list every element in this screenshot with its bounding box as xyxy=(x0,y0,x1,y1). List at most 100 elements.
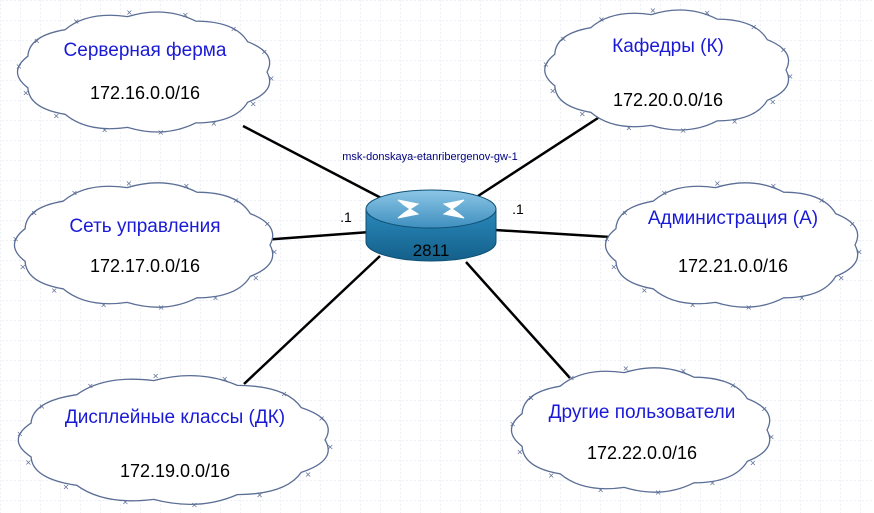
cloud-marker: × xyxy=(230,25,237,34)
cloud-marker: × xyxy=(25,458,32,467)
cloud-marker: × xyxy=(232,196,239,205)
cloud-marker: × xyxy=(849,220,856,229)
cloud-marker: × xyxy=(191,500,198,509)
cloud-marker: × xyxy=(597,485,604,494)
cloud-marker: × xyxy=(750,23,757,32)
cloud-marker: × xyxy=(31,208,38,217)
cloud-marker: × xyxy=(680,126,687,135)
cloud-marker: × xyxy=(761,405,768,414)
cloud-marker: × xyxy=(157,128,164,137)
cloud-marker: × xyxy=(509,420,516,429)
cloud-server[interactable]: ××××××××××××××Серверная ферма172.16.0.0/… xyxy=(15,8,274,137)
cloud-marker: × xyxy=(528,393,535,402)
cloud-marker: × xyxy=(327,443,334,452)
interface-label-right: .1 xyxy=(512,201,524,217)
cloud-title-display: Дисплейные классы (ДК) xyxy=(65,407,285,428)
cloud-marker: × xyxy=(51,286,58,295)
cloud-marker: × xyxy=(182,11,189,20)
cloud-marker: × xyxy=(549,87,556,96)
cloud-mgmt[interactable]: ××××××××××××××Сеть управления172.17.0.0/… xyxy=(12,179,278,312)
interface-label-left: .1 xyxy=(340,209,352,225)
cloud-marker: × xyxy=(818,196,825,205)
cloud-marker: × xyxy=(305,470,312,479)
cloud-marker: × xyxy=(122,497,129,506)
cloud-marker: × xyxy=(63,482,70,491)
link-display[interactable] xyxy=(243,255,381,385)
cloud-marker: × xyxy=(33,36,40,45)
cloud-marker: × xyxy=(126,179,133,188)
router-2811[interactable]: 2811 xyxy=(365,189,497,262)
cloud-marker: × xyxy=(318,414,325,423)
cloud-marker: × xyxy=(12,235,19,244)
cloud-marker: × xyxy=(253,274,260,283)
cloud-network-display: 172.19.0.0/16 xyxy=(120,461,230,481)
cloud-marker: × xyxy=(53,111,60,120)
cloud-marker: × xyxy=(750,459,757,468)
cloud-shape-dept xyxy=(544,9,790,131)
cloud-title-other: Другие пользователи xyxy=(549,402,736,423)
link-mgmt[interactable] xyxy=(261,230,371,242)
cloud-marker: × xyxy=(856,247,863,256)
cloud-title-admin: Администрация (А) xyxy=(648,208,818,229)
cloud-marker: × xyxy=(126,8,133,17)
cloud-marker: × xyxy=(100,300,107,309)
cloud-other[interactable]: ××××××××××××××Другие пользователи172.22.… xyxy=(509,364,775,497)
cloud-marker: × xyxy=(15,62,22,71)
cloud-marker: × xyxy=(19,262,26,271)
cloud-marker: × xyxy=(71,188,78,197)
cloud-marker: × xyxy=(516,447,523,456)
cloud-marker: × xyxy=(798,294,805,303)
cloud-marker: × xyxy=(250,100,257,109)
router-top xyxy=(365,189,497,229)
cloud-marker: × xyxy=(745,303,752,312)
cloud-marker: × xyxy=(704,9,711,18)
cloud-marker: × xyxy=(770,182,777,191)
cloud-marker: × xyxy=(560,34,567,43)
cloud-network-other: 172.22.0.0/16 xyxy=(587,443,697,463)
cloud-network-admin: 172.21.0.0/16 xyxy=(678,256,788,276)
cloud-marker: × xyxy=(579,109,586,118)
cloud-shape-display xyxy=(17,375,329,505)
link-admin[interactable] xyxy=(494,228,611,239)
cloud-marker: × xyxy=(731,117,738,126)
cloud-shape-other xyxy=(510,367,771,493)
cloud-marker: × xyxy=(610,262,617,271)
cloud-marker: × xyxy=(261,47,268,56)
cloud-dept[interactable]: ××××××××××××××Кафедры (К)172.20.0.0/16 xyxy=(543,6,794,135)
cloud-title-server: Серверная ферма xyxy=(64,40,227,61)
cloud-marker: × xyxy=(548,471,555,480)
cloud-marker: × xyxy=(621,208,628,217)
link-other[interactable] xyxy=(465,261,571,379)
cloud-marker: × xyxy=(768,432,775,441)
cloud-admin[interactable]: ××××××××××××××Администрация (А)172.21.0.… xyxy=(603,179,862,312)
cloud-network-server: 172.16.0.0/16 xyxy=(90,83,200,103)
link-dept[interactable] xyxy=(477,116,599,198)
clouds: ××××××××××××××Серверная ферма172.16.0.0/… xyxy=(12,6,862,509)
cloud-title-mgmt: Сеть управления xyxy=(69,216,220,237)
cloud-network-dept: 172.20.0.0/16 xyxy=(613,90,723,110)
router-hostname-label: msk-donskaya-etanribergenov-gw-1 xyxy=(342,151,517,163)
cloud-marker: × xyxy=(680,367,687,376)
cloud-marker: × xyxy=(212,294,219,303)
router-arrows-icon xyxy=(397,199,465,219)
cloud-marker: × xyxy=(256,490,263,499)
cloud-marker: × xyxy=(603,235,610,244)
cloud-marker: × xyxy=(281,390,288,399)
cloud-display[interactable]: ××××××××××××××Дисплейные классы (ДК)172.… xyxy=(16,372,333,510)
cloud-marker: × xyxy=(661,188,668,197)
cloud-marker: × xyxy=(158,303,165,312)
cloud-marker: × xyxy=(183,182,190,191)
link-server[interactable] xyxy=(242,124,386,202)
cloud-marker: × xyxy=(221,375,228,384)
cloud-marker: × xyxy=(649,6,656,15)
cloud-title-dept: Кафедры (К) xyxy=(612,36,724,57)
cloud-marker: × xyxy=(623,364,630,373)
cloud-marker: × xyxy=(729,381,736,390)
cloud-shape-server xyxy=(16,11,271,133)
cloud-marker: × xyxy=(641,286,648,295)
cloud-shape-admin xyxy=(604,182,859,308)
cloud-marker: × xyxy=(780,45,787,54)
cloud-marker: × xyxy=(264,220,271,229)
cloud-marker: × xyxy=(598,15,605,24)
